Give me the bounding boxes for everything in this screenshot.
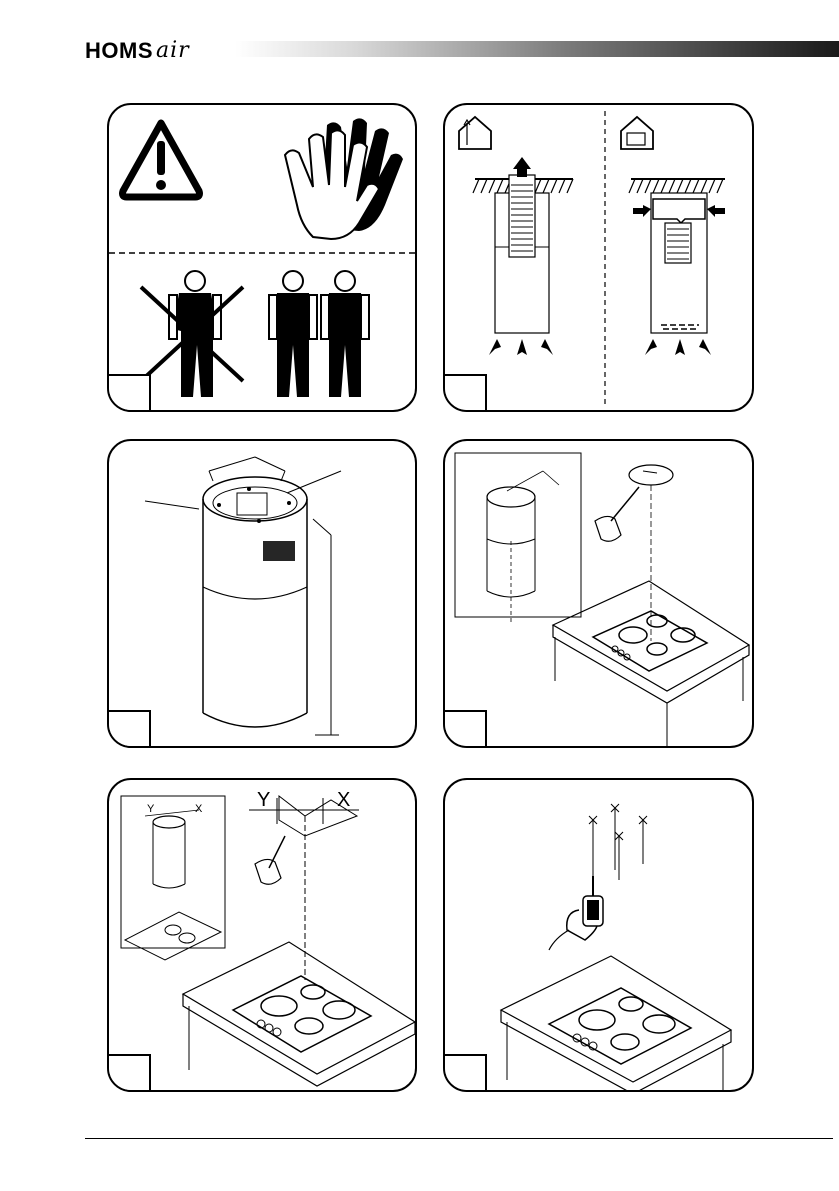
warning-triangle-icon	[123, 123, 200, 197]
step-number-4	[443, 710, 487, 748]
hand-pencil-icon	[255, 836, 285, 884]
header-gradient-bar	[235, 41, 839, 57]
brand-suffix: air	[156, 38, 190, 64]
step-number-3	[107, 710, 151, 748]
panel-modes	[443, 103, 754, 412]
gloves-icon	[285, 118, 403, 239]
house-recirculation-icon	[621, 117, 653, 149]
panel-marking	[443, 439, 754, 748]
footer-rule	[85, 1138, 833, 1139]
step-number-6	[443, 1054, 487, 1092]
hand-pencil-icon	[595, 465, 673, 641]
drill-icon	[549, 876, 603, 950]
big-y-label: Y	[257, 789, 270, 811]
inset-y-label: Y	[147, 803, 155, 815]
two-persons-icon	[269, 271, 369, 397]
hob-icon	[501, 956, 731, 1092]
step-number-1	[107, 374, 151, 412]
one-person-crossed-icon	[141, 271, 243, 397]
brand-name: HOMS	[85, 38, 153, 64]
inset-x-label: X	[195, 803, 203, 815]
hob-icon	[183, 942, 415, 1086]
hood-cylinder-icon	[109, 441, 417, 748]
hood-inset-icon	[121, 796, 225, 960]
panel-dimensions	[107, 439, 417, 748]
step-number-2	[443, 374, 487, 412]
step-number-5	[107, 1054, 151, 1092]
panel-drilling	[443, 778, 754, 1092]
page-header: HOMS air	[0, 0, 839, 90]
panel-xy-marking: Y X Y X	[107, 778, 417, 1092]
panel-safety	[107, 103, 417, 412]
house-ducted-icon	[459, 117, 491, 149]
brand-logo: HOMS air	[85, 34, 190, 64]
hood-inset-icon	[455, 453, 581, 623]
